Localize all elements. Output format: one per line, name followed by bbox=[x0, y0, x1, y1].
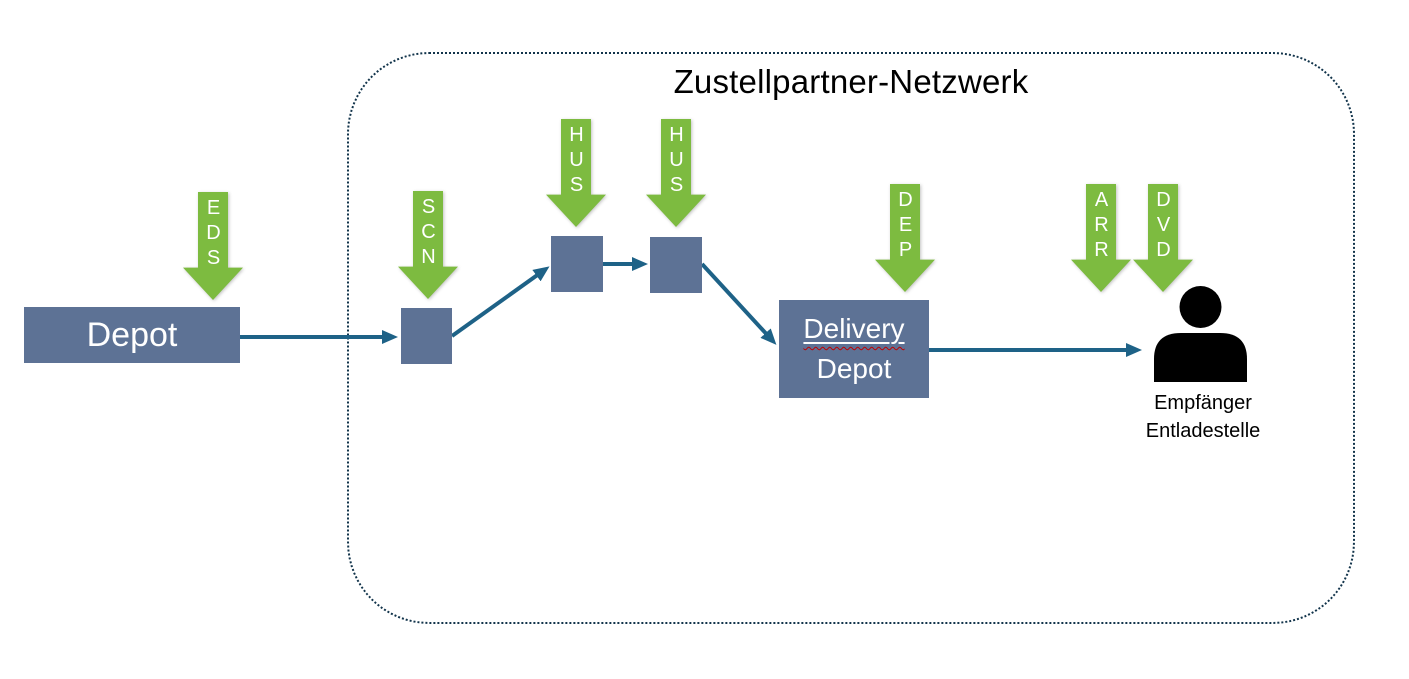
event-arrow-hus-1: HUS bbox=[546, 119, 606, 227]
event-arrow-dvd: DVD bbox=[1133, 184, 1193, 292]
network-title: Zustellpartner-Netzwerk bbox=[673, 63, 1029, 100]
event-arrow-scn-label: SCN bbox=[417, 196, 440, 271]
recipient-label: Empfänger Entladestelle bbox=[1103, 389, 1303, 445]
event-arrow-arr: ARR bbox=[1071, 184, 1131, 292]
event-arrow-scn: SCN bbox=[398, 191, 458, 299]
delivery-depot-label-line1: Delivery bbox=[803, 313, 905, 344]
delivery-depot-label-line2: Depot bbox=[816, 353, 892, 384]
event-arrow-hus-2: HUS bbox=[646, 119, 706, 227]
delivery-depot-box: Delivery Depot bbox=[779, 300, 929, 398]
event-arrow-dep-label: DEP bbox=[894, 189, 917, 264]
event-arrow-hus-2-label: HUS bbox=[665, 124, 688, 199]
hus-node-box-1 bbox=[551, 236, 603, 292]
person-icon bbox=[1154, 286, 1247, 382]
event-arrow-eds-label: EDS bbox=[202, 197, 225, 272]
event-arrow-dvd-label: DVD bbox=[1152, 189, 1175, 264]
scn-node-box bbox=[401, 308, 452, 364]
recipient-label-line2: Entladestelle bbox=[1145, 420, 1261, 442]
event-arrow-hus-1-label: HUS bbox=[565, 124, 588, 199]
recipient-label-line1: Empfänger bbox=[1154, 392, 1252, 414]
hus-node-box-2 bbox=[650, 237, 702, 293]
depot-box: Depot bbox=[24, 307, 240, 363]
event-arrow-arr-label: ARR bbox=[1090, 189, 1113, 264]
event-arrow-eds: EDS bbox=[183, 192, 243, 300]
event-arrow-dep: DEP bbox=[875, 184, 935, 292]
depot-label: Depot bbox=[86, 315, 178, 354]
